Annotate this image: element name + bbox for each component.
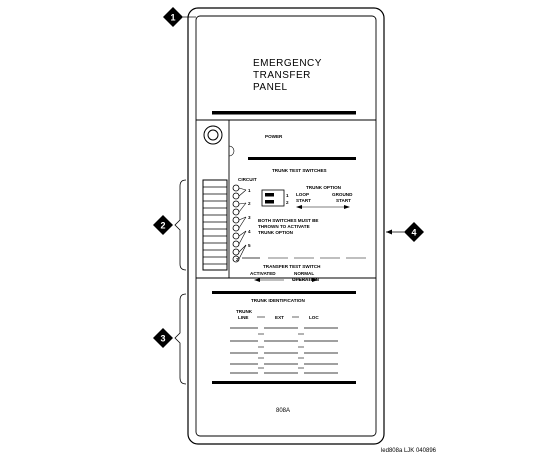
callout-4-number: 4: [411, 228, 416, 238]
loop-start-arrow-icon: [296, 205, 302, 209]
loc-label: LOC: [309, 315, 319, 320]
circuit-lamps: [232, 184, 240, 263]
trunk-option-switch-2: [265, 200, 274, 204]
circuit-label: CIRCUIT: [238, 177, 257, 182]
transfer-test-switch-marker: 2: [236, 257, 239, 262]
panel-title-line-2: TRANSFER: [253, 70, 311, 81]
circuit-number-2: 2: [248, 201, 251, 206]
loop-start-label-line-1: LOOP: [296, 192, 309, 197]
power-switch: [203, 125, 223, 145]
trunk-test-switches-label: TRUNK TEST SWITCHES: [272, 168, 327, 173]
trunk-test-rule: [248, 157, 356, 160]
circuit-number-4: 4: [248, 229, 251, 234]
bracket-connector-area: [174, 179, 187, 271]
trunk-identification-table: [230, 327, 338, 374]
callout-1-number: 1: [170, 13, 175, 23]
both-switches-line-1: BOTH SWITCHES MUST BE: [258, 218, 318, 223]
callout-3: 3: [153, 328, 173, 348]
bottom-rule: [212, 381, 356, 384]
circuit-number-1: 1: [248, 188, 251, 193]
circuit-number-5: 5: [248, 243, 251, 248]
loop-start-label-line-2: START: [296, 198, 311, 203]
trunk-option-switch-1: [265, 193, 274, 197]
switch-number-1: 1: [286, 193, 289, 198]
power-switch-knob: [207, 129, 219, 141]
title-rule: [212, 111, 356, 115]
ground-start-label-line-2: START: [336, 198, 351, 203]
circuit-number-3: 3: [248, 215, 251, 220]
trunk-option-label: TRUNK OPTION: [306, 185, 342, 190]
power-label: POWER: [265, 134, 283, 139]
callout-2: 2: [153, 215, 173, 235]
trunk-line-label-line-2: LINE: [238, 315, 248, 320]
model-label: 808A: [276, 408, 290, 414]
ground-start-arrow-icon: [344, 205, 350, 209]
trunk-identification-separators: [258, 333, 304, 369]
bracket-identification-area: [174, 293, 187, 385]
callout-1: 1: [163, 7, 183, 27]
trunk-connector: [202, 179, 228, 271]
figure-id: led808a LJK 040896: [381, 448, 437, 454]
ext-label: EXT: [275, 315, 284, 320]
panel-inner-frame: [195, 15, 377, 437]
callout-4: 4: [404, 222, 424, 242]
activated-label: ACTIVATED: [250, 271, 276, 276]
normal-arrow-icon: [312, 278, 318, 282]
transfer-test-switch-label: TRANSFER TEST SWITCH: [263, 264, 321, 269]
ground-start-label-line-1: GROUND: [332, 192, 353, 197]
activated-arrow-icon: [254, 278, 260, 282]
panel-title-line-1: EMERGENCY: [253, 58, 322, 69]
both-switches-line-2: THROWN TO ACTIVATE: [258, 224, 310, 229]
normal-label: NORMAL: [294, 271, 314, 276]
panel-title-line-3: PANEL: [253, 82, 288, 93]
callout-2-number: 2: [160, 221, 165, 231]
trunk-identification-rule: [212, 291, 356, 294]
connector-slots: [203, 186, 227, 265]
circuit-leads: [238, 187, 247, 260]
callout-3-number: 3: [160, 334, 165, 344]
trunk-identification-label: TRUNK IDENTIFICATION: [251, 298, 305, 303]
trunk-line-label-line-1: TRUNK: [236, 309, 253, 314]
operation-label: OPERATION: [292, 277, 320, 282]
callout-4-arrow-icon: [386, 229, 392, 235]
both-switches-line-3: TRUNK OPTION: [258, 230, 294, 235]
panel-notch: [228, 145, 235, 157]
trunk-option-switch-block: [261, 189, 285, 207]
panel-outer-frame: [187, 7, 385, 445]
switch-number-2: 2: [286, 200, 289, 205]
